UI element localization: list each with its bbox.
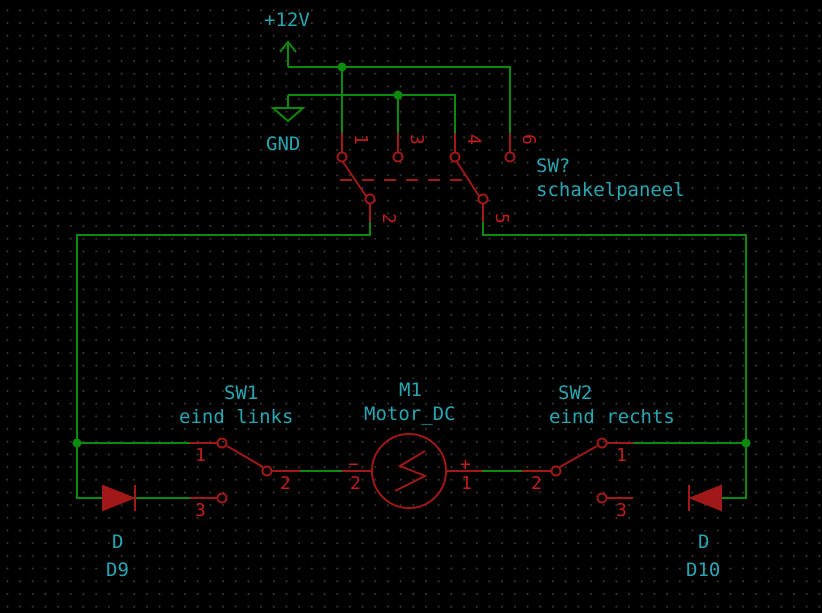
motor[interactable]: − + 2 1 M1 Motor_DC <box>342 379 482 509</box>
pin-number: 2 <box>350 473 361 494</box>
pin-number: 6 <box>518 134 539 145</box>
sw1-switch[interactable]: 1 2 3 SW1 eind links <box>179 382 300 521</box>
sw2-lever <box>559 445 598 468</box>
pin-number: 1 <box>195 445 206 466</box>
pin-number: 3 <box>406 134 427 145</box>
sw2-switch[interactable]: 1 2 3 SW2 eind rechts <box>522 382 675 521</box>
d10-ref: D10 <box>686 559 720 581</box>
d9-ref: D9 <box>106 559 129 581</box>
panel-switch[interactable]: 1 3 4 6 2 5 SW? schakelpaneel <box>336 133 685 224</box>
sw2-value: eind rechts <box>549 406 675 428</box>
motor-circle <box>371 433 447 509</box>
gnd-triangle-icon <box>270 95 306 123</box>
sw1-lever <box>226 445 264 468</box>
pin-number: 1 <box>350 134 371 145</box>
pin-number: 3 <box>195 500 206 521</box>
motor-plus-sign: + <box>460 454 471 475</box>
pin-number: 1 <box>616 445 627 466</box>
wire-left-rail <box>76 222 371 499</box>
wire-vcc-top <box>288 66 511 133</box>
wire-gnd-top <box>288 94 456 133</box>
gnd-label: GND <box>266 133 300 155</box>
d9-value: D <box>112 531 123 553</box>
panel-switch-value: schakelpaneel <box>536 179 685 201</box>
panel-switch-pin-numbers: 1 3 4 6 2 5 <box>350 134 539 224</box>
vcc-arrow-icon <box>279 40 297 67</box>
junction-dot <box>741 438 751 448</box>
diode-d10[interactable]: D D10 <box>686 484 722 581</box>
panel-switch-ref: SW? <box>536 155 570 177</box>
pin-number: 1 <box>461 473 472 494</box>
panel-switch-lever <box>342 161 367 197</box>
diode-triangle-icon <box>688 484 722 512</box>
pin-number: 2 <box>378 213 399 224</box>
pin-number: 5 <box>491 213 512 224</box>
wires <box>76 66 747 499</box>
motor-minus-sign: − <box>348 454 359 475</box>
diode-d9[interactable]: D D9 <box>102 484 136 581</box>
motor-coil-icon <box>394 450 428 492</box>
junctions <box>72 62 751 448</box>
sw1-value: eind links <box>179 406 293 428</box>
panel-switch-lever <box>456 161 480 197</box>
d10-value: D <box>698 531 709 553</box>
motor-ref: M1 <box>399 379 422 401</box>
panel-switch-pins <box>336 133 516 222</box>
pin-number: 2 <box>280 473 291 494</box>
wire-right-rail <box>482 222 747 499</box>
vcc-power-symbol[interactable]: +12V <box>264 9 310 67</box>
vcc-label: +12V <box>264 9 310 31</box>
sw1-ref: SW1 <box>224 382 258 404</box>
sw2-ref: SW2 <box>558 382 592 404</box>
junction-dot <box>72 438 82 448</box>
pin-number: 2 <box>531 473 542 494</box>
gnd-power-symbol[interactable]: GND <box>266 95 306 155</box>
motor-value: Motor_DC <box>364 403 456 425</box>
junction-dot <box>393 90 403 100</box>
diode-triangle-icon <box>102 484 136 512</box>
junction-dot <box>337 62 347 72</box>
pin-number: 3 <box>616 500 627 521</box>
pin-number: 4 <box>463 134 484 145</box>
